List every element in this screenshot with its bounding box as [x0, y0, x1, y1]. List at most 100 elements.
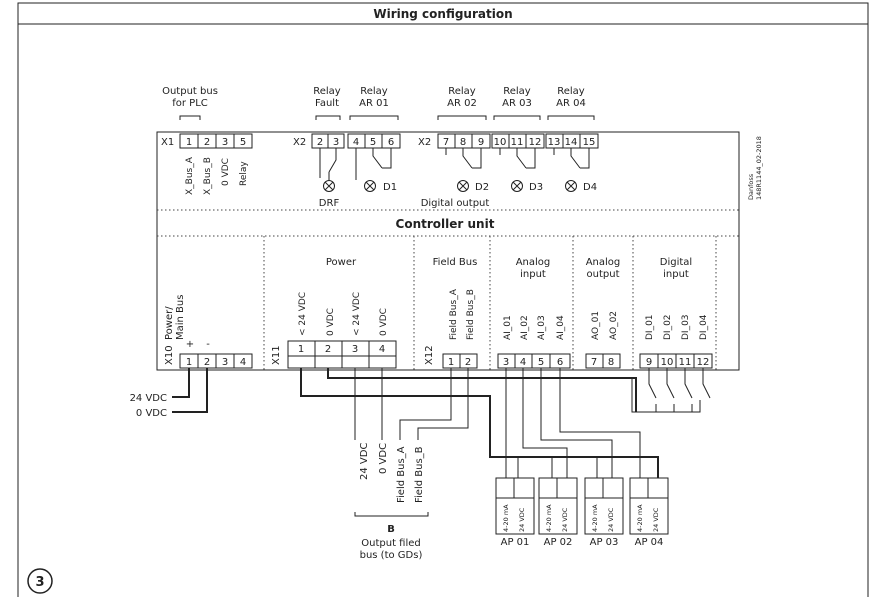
lamp-drf	[323, 172, 335, 192]
x2-pin-10[interactable]: 10	[494, 137, 507, 148]
x1-pin-1[interactable]: 1	[186, 137, 192, 148]
x10-plus: +	[186, 339, 194, 350]
x2-pin-13[interactable]: 13	[548, 137, 561, 148]
digital-input-terminal-block: 9 10 11 12	[639, 353, 713, 369]
x2b-terminal-block: 7 8 9 10 11 12 13 14 15	[437, 133, 599, 149]
di-pin-9[interactable]: 9	[646, 357, 652, 368]
output-bus-b-letter: B	[387, 524, 395, 535]
relay-contacts	[319, 148, 590, 180]
section-analog-input-1: Analog	[516, 257, 551, 268]
controller-box	[156, 131, 740, 371]
di-label-3: DI_03	[681, 314, 691, 340]
ai-pin-3[interactable]: 3	[503, 357, 509, 368]
bottom-label-0vdc: 0 VDC	[378, 443, 389, 474]
lamp-d1-label: D1	[383, 182, 397, 193]
relay-ar03-label-2: AR 03	[502, 98, 532, 109]
x2-pin-7[interactable]: 7	[443, 137, 449, 148]
ao-label-1: AO_01	[591, 311, 601, 340]
x1-label-xbusb: X_Bus_B	[203, 157, 213, 195]
lamp-d1	[364, 180, 376, 192]
ai-label-1: AI_01	[503, 315, 513, 340]
x10-pin-4[interactable]: 4	[240, 357, 246, 368]
x11-pin-4[interactable]: 4	[379, 344, 385, 355]
x12-pin-2[interactable]: 2	[465, 357, 471, 368]
section-analog-output-1: Analog	[586, 257, 621, 268]
sensor-ap02-name: AP 02	[544, 537, 573, 548]
sensor-ap01-pin1: 4-20 mA	[502, 504, 510, 532]
ao-pin-8[interactable]: 8	[608, 357, 614, 368]
lamp-d2-label: D2	[475, 182, 489, 193]
x10-pin-2[interactable]: 2	[204, 357, 210, 368]
x12-terminal-block: 1 2	[442, 353, 478, 369]
ao-pin-7[interactable]: 7	[591, 357, 597, 368]
bottom-label-fieldbus-a: Field Bus_A	[396, 446, 407, 503]
x2-pin-12[interactable]: 12	[529, 137, 542, 148]
x10-pin-3[interactable]: 3	[222, 357, 228, 368]
section-power-main-1: Power/	[164, 306, 175, 340]
x11-terminal-block: 1 2 3 4	[287, 340, 397, 369]
sensor-ap04-pin1: 4-20 mA	[636, 504, 644, 532]
section-digital-input-2: input	[663, 269, 689, 280]
x2-pin-15[interactable]: 15	[583, 137, 596, 148]
analog-output-terminal-block: 7 8	[585, 353, 621, 369]
x1-label-0vdc: 0 VDC	[221, 158, 231, 186]
output-bus-label-1: Output bus	[162, 86, 218, 97]
bus-wires	[300, 368, 659, 478]
x10-pin-1[interactable]: 1	[186, 357, 192, 368]
di-pin-12[interactable]: 12	[697, 357, 710, 368]
digital-output-label: Digital output	[421, 198, 490, 209]
x10-terminal-block: 1 2 3 4	[179, 353, 253, 369]
lamp-d4	[565, 180, 577, 192]
x11-label-3: < 24 VDC	[352, 292, 362, 336]
sensor-ap04-name: AP 04	[635, 537, 664, 548]
x12-label-2: Field Bus_B	[466, 289, 476, 340]
di-pin-10[interactable]: 10	[661, 357, 674, 368]
x11-label-1: < 24 VDC	[298, 292, 308, 336]
x1-pin-3[interactable]: 3	[222, 137, 228, 148]
sensor-ap03-name: AP 03	[590, 537, 619, 548]
controller-title: Controller unit	[396, 217, 495, 231]
x2-pin-11[interactable]: 11	[511, 137, 524, 148]
x2-pin-2[interactable]: 2	[317, 137, 323, 148]
x2-pin-5[interactable]: 5	[370, 137, 376, 148]
x2-pin-14[interactable]: 14	[565, 137, 578, 148]
x2-pin-6[interactable]: 6	[388, 137, 394, 148]
x12-name: X12	[424, 345, 435, 365]
x2-pin-8[interactable]: 8	[460, 137, 466, 148]
section-analog-output-2: output	[587, 269, 620, 280]
x1-name: X1	[161, 137, 174, 148]
relay-ar02-label-1: Relay	[448, 86, 476, 97]
sensor-ap03-pin1: 4-20 mA	[591, 504, 599, 532]
di-label-1: DI_01	[645, 314, 655, 340]
di-pin-11[interactable]: 11	[679, 357, 692, 368]
sensor-ap02-pin1: 4-20 mA	[545, 504, 553, 532]
ai-pin-4[interactable]: 4	[520, 357, 526, 368]
x10-minus: -	[206, 339, 210, 350]
ai-pin-5[interactable]: 5	[538, 357, 544, 368]
ai-label-3: AI_03	[537, 315, 547, 340]
lamp-d2	[457, 180, 469, 192]
supply-24vdc: 24 VDC	[130, 393, 167, 404]
x12-pin-1[interactable]: 1	[448, 357, 454, 368]
sensor-ap03: 4-20 mA 24 VDC	[584, 477, 624, 535]
section-digital-input-1: Digital	[660, 257, 692, 268]
x1-pin-5[interactable]: 5	[240, 137, 246, 148]
x11-pin-3[interactable]: 3	[352, 344, 358, 355]
x2-pin-4[interactable]: 4	[353, 137, 359, 148]
sensor-ap02-pin2: 24 VDC	[561, 507, 569, 532]
ai-pin-6[interactable]: 6	[557, 357, 563, 368]
figure-number: 3	[35, 575, 44, 590]
x2-pin-9[interactable]: 9	[478, 137, 484, 148]
x11-pin-1[interactable]: 1	[298, 344, 304, 355]
x1-label-xbusa: X_Bus_A	[185, 156, 195, 195]
x11-pin-2[interactable]: 2	[325, 344, 331, 355]
ao-label-2: AO_02	[609, 311, 619, 340]
sensor-ap01-name: AP 01	[501, 537, 530, 548]
x1-pin-2[interactable]: 2	[204, 137, 210, 148]
supply-0vdc: 0 VDC	[136, 408, 167, 419]
x1-terminal-block: 1 2 3 5	[179, 133, 253, 149]
lamp-d4-label: D4	[583, 182, 597, 193]
sensor-ap01-pin2: 24 VDC	[518, 507, 526, 532]
x2-pin-3[interactable]: 3	[333, 137, 339, 148]
